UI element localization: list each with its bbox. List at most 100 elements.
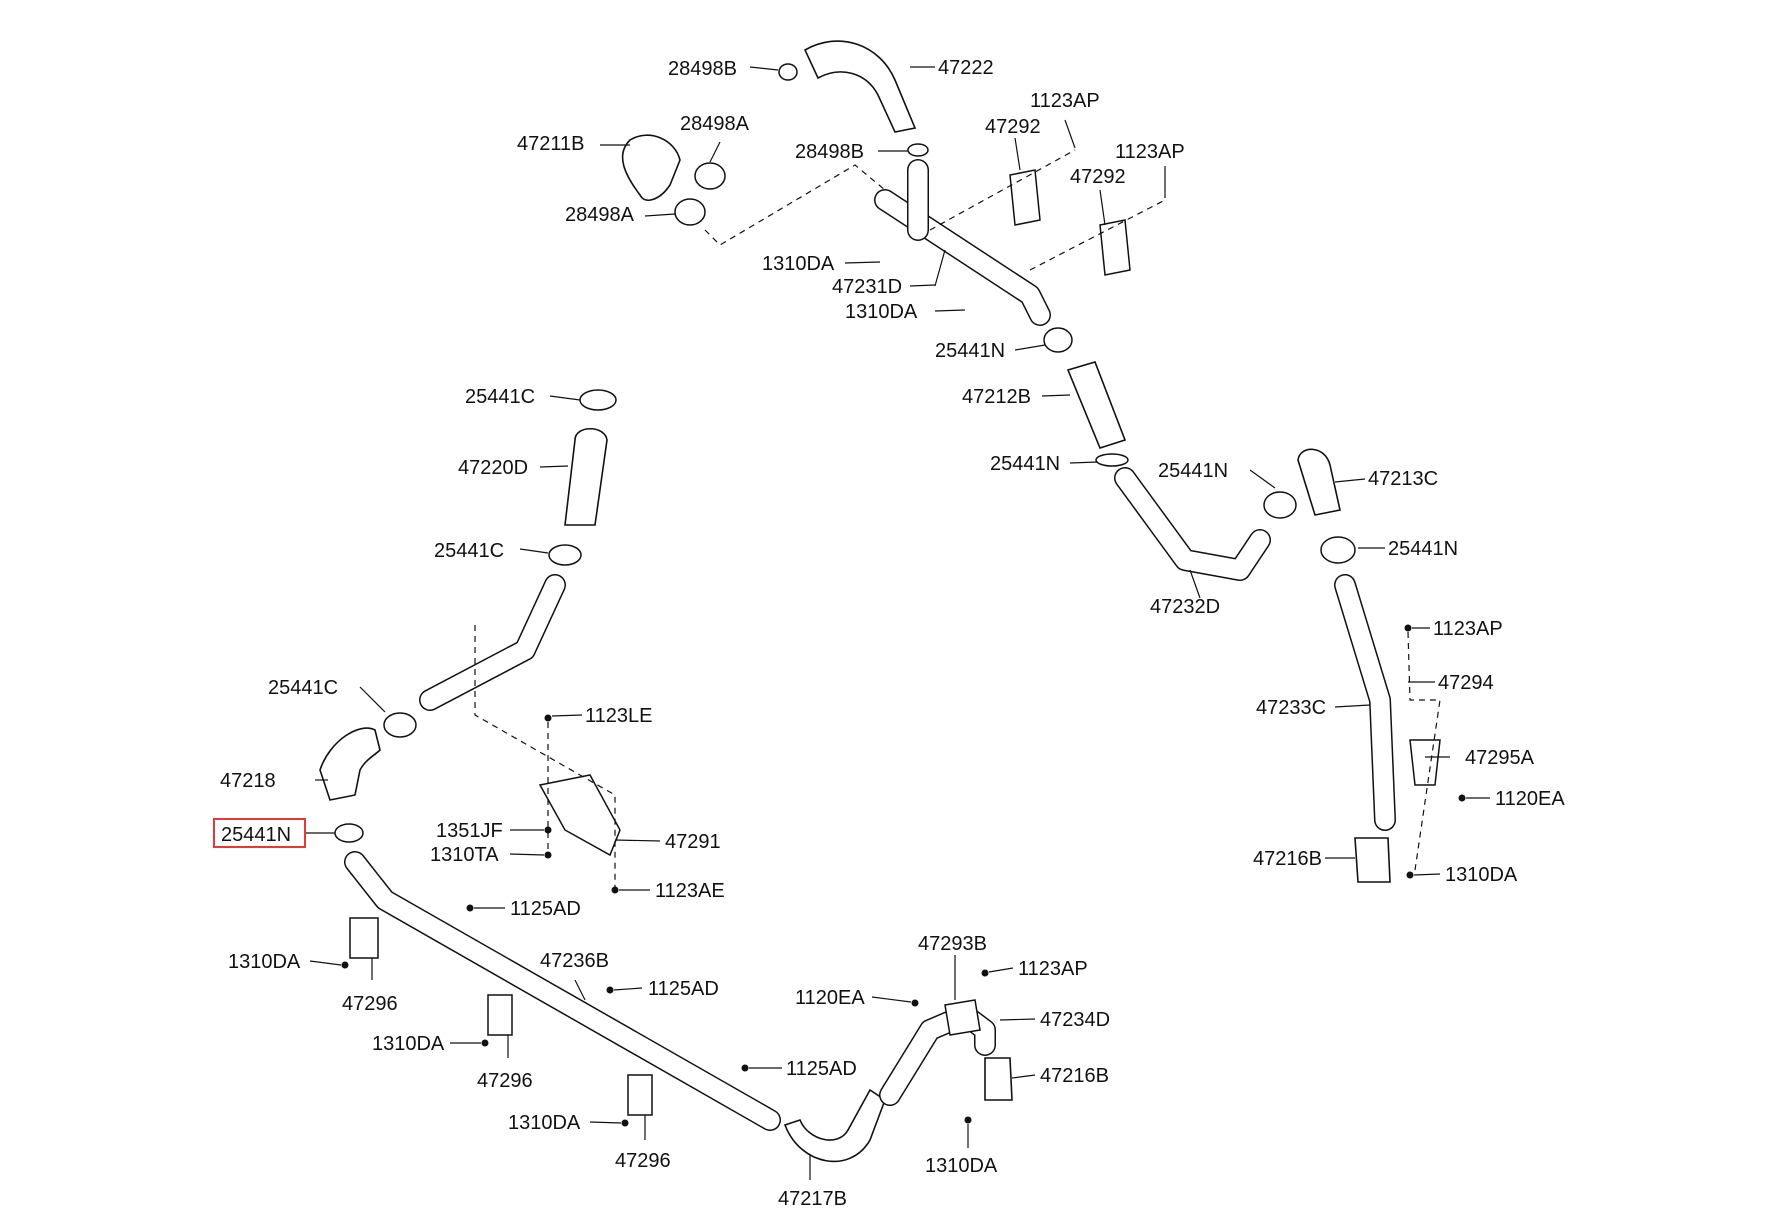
clamp-25441c-top — [579, 389, 617, 411]
bolt-1310da-a — [341, 961, 349, 969]
pipe-47231d — [874, 159, 1051, 326]
clamp-25441n-a — [1043, 327, 1073, 353]
label-47295a: 47295A — [1465, 747, 1535, 769]
bracket-47292-right — [1099, 219, 1131, 276]
label-47233c: 47233C — [1256, 697, 1326, 719]
hose-47217b — [783, 1088, 886, 1163]
label-1120ea-right: 1120EA — [1495, 788, 1565, 810]
bolt-1123ap-bottom — [981, 969, 989, 977]
clamp-28498b-mid — [907, 143, 929, 157]
label-1310da-a: 1310DA — [228, 951, 301, 973]
bracket-47296-b — [487, 994, 513, 1036]
clamp-28498b-top — [778, 63, 798, 81]
label-25441c-lower: 25441C — [268, 677, 338, 699]
label-1310da-top2: 1310DA — [845, 301, 918, 323]
bolt-1125ad-a — [466, 904, 474, 912]
dash-line-47292 — [929, 149, 1076, 231]
label-25441n-right2: 25441N — [1388, 538, 1458, 560]
label-1310ta: 1310TA — [430, 844, 499, 866]
label-47296-b: 47296 — [477, 1070, 533, 1092]
hose-47212b — [1066, 361, 1127, 449]
label-47220d: 47220D — [458, 457, 528, 479]
label-47294: 47294 — [1438, 672, 1494, 694]
dash-line-right — [1407, 631, 1441, 871]
label-25441c-mid: 25441C — [434, 540, 504, 562]
label-47293b: 47293B — [918, 933, 987, 955]
hose-47211b — [621, 134, 681, 201]
label-47234d: 47234D — [1040, 1009, 1110, 1031]
label-1125ad-c: 1125AD — [786, 1058, 857, 1080]
pipe-47236b — [344, 851, 781, 1131]
label-47296-a: 47296 — [342, 993, 398, 1015]
label-1120ea-bottom: 1120EA — [795, 987, 865, 1009]
hose-47216b-bottom — [984, 1057, 1013, 1101]
pipe-47233c — [1334, 574, 1396, 831]
hose-47218 — [319, 727, 381, 801]
label-1123ae: 1123AE — [655, 880, 725, 902]
bolt-1123ap-right — [1404, 624, 1412, 632]
bracket-47296-c — [627, 1074, 653, 1116]
label-47236b: 47236B — [540, 950, 609, 972]
label-47216b-bottom: 47216B — [1040, 1065, 1109, 1087]
label-25441n-top: 25441N — [935, 340, 1005, 362]
label-47291: 47291 — [665, 831, 721, 853]
pipe-47232d — [1114, 467, 1271, 581]
clamp-28498a-lower — [674, 198, 706, 226]
label-47296-c: 47296 — [615, 1150, 671, 1172]
bracket-47293b — [944, 999, 981, 1036]
bolt-1123le — [544, 714, 552, 722]
bolt-1310da-right — [1406, 871, 1414, 879]
bolt-1120ea-right — [1458, 794, 1466, 802]
label-1123ap-top-right: 1123AP — [1115, 141, 1185, 163]
pipe-upper-left — [419, 574, 566, 711]
label-28498a-upper: 28498A — [680, 113, 750, 135]
label-1123le: 1123LE — [585, 705, 652, 727]
clamp-28498a-upper — [694, 162, 726, 190]
label-1310da-c: 1310DA — [508, 1112, 581, 1134]
clamp-25441c-mid — [548, 544, 582, 566]
label-47292-right: 47292 — [1070, 166, 1126, 188]
label-28498b-mid: 28498B — [795, 141, 864, 163]
bolt-1310da-b — [481, 1039, 489, 1047]
label-47231d: 47231D — [832, 276, 902, 298]
label-47212b: 47212B — [962, 386, 1031, 408]
label-47292-left: 47292 — [985, 116, 1041, 138]
label-47213c: 47213C — [1368, 468, 1438, 490]
clamp-25441n-b — [1095, 453, 1129, 467]
label-47217b: 47217B — [778, 1188, 847, 1210]
label-25441c-top: 25441C — [465, 386, 535, 408]
label-25441n-highlighted: 25441N — [221, 824, 291, 846]
label-1125ad-b: 1125AD — [648, 978, 719, 1000]
hose-47213c — [1297, 448, 1341, 516]
clamp-25441n-c — [1263, 491, 1297, 519]
label-47232d: 47232D — [1150, 596, 1220, 618]
highlight-box — [213, 818, 306, 848]
clamp-25441c-lower — [383, 712, 417, 738]
label-1310da-right: 1310DA — [1445, 864, 1518, 886]
bracket-47292-left — [1009, 169, 1041, 226]
label-25441n-right: 25441N — [1158, 460, 1228, 482]
label-47218: 47218 — [220, 770, 276, 792]
hose-47216b-right — [1354, 837, 1391, 883]
label-1123ap-bottom: 1123AP — [1018, 958, 1088, 980]
bracket-47295a — [1409, 739, 1441, 786]
label-28498a-lower: 28498A — [565, 204, 635, 226]
part-number-labels: 28498B 47222 28498A 47211B 1123AP 47292 … — [220, 57, 1565, 1210]
bolt-1120ea-bottom — [911, 999, 919, 1007]
nut-1310ta — [544, 851, 552, 859]
bolt-1310da-bottom — [964, 1116, 972, 1124]
clamp-25441n-d — [1320, 536, 1356, 564]
bracket-47296-a — [349, 917, 379, 959]
label-47222: 47222 — [938, 57, 994, 79]
bolt-1125ad-c — [741, 1064, 749, 1072]
hose-47222 — [803, 40, 917, 133]
bracket-47291 — [538, 774, 621, 857]
nut-1351jf — [544, 826, 552, 834]
dash-line-47292-b — [1029, 199, 1166, 271]
label-1310da-b: 1310DA — [372, 1033, 445, 1055]
label-1125ad-a: 1125AD — [510, 898, 581, 920]
bolt-1125ad-b — [606, 986, 614, 994]
leader-lines — [305, 66, 1490, 1180]
label-25441n-mid: 25441N — [990, 453, 1060, 475]
